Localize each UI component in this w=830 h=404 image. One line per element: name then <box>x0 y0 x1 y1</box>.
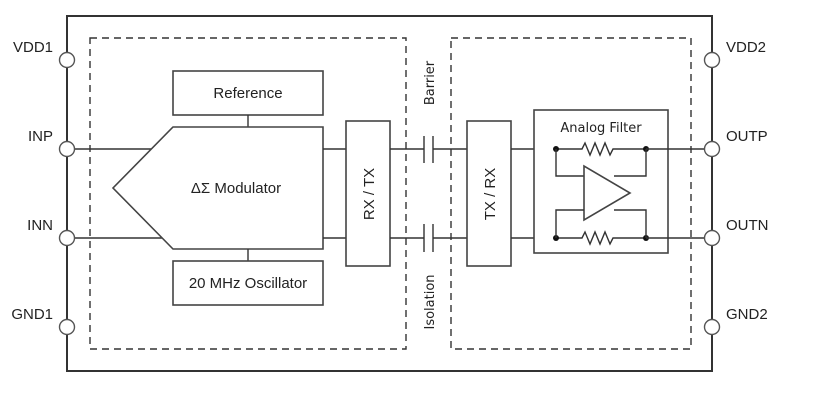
pin-label-inn: INN <box>27 217 53 234</box>
pin-gnd2 <box>703 318 721 336</box>
oscillator-label: 20 MHz Oscillator <box>189 275 307 292</box>
pin-outn <box>703 229 721 247</box>
pin-inn <box>58 229 76 247</box>
tx-rx-label: TX / RX <box>482 168 499 221</box>
pin-label-inp: INP <box>28 128 53 145</box>
oscillator-block <box>172 260 324 306</box>
rx-tx-block <box>345 120 391 267</box>
high-side-domain <box>89 37 407 350</box>
pin-label-vdd2: VDD2 <box>726 39 766 56</box>
pin-vdd1 <box>58 51 76 69</box>
rx-tx-label: RX / TX <box>361 168 378 220</box>
pin-label-gnd1: GND1 <box>11 306 53 323</box>
resistor-top-icon <box>556 141 646 157</box>
amplifier-icon <box>583 164 632 222</box>
pin-inp <box>58 140 76 158</box>
pin-outp <box>703 140 721 158</box>
pin-gnd1 <box>58 318 76 336</box>
pin-label-outp: OUTP <box>726 128 768 145</box>
package-outline <box>66 15 713 372</box>
reference-block <box>172 70 324 116</box>
isolation-label: Isolation <box>423 274 438 329</box>
pin-label-vdd1: VDD1 <box>13 39 53 56</box>
feedback-wire-top-left <box>555 149 584 177</box>
reference-label: Reference <box>213 85 282 102</box>
feedback-wire-bottom-left <box>555 209 584 238</box>
feedback-wire-top-right <box>614 149 647 177</box>
pin-vdd2 <box>703 51 721 69</box>
analog-filter-label: Analog Filter <box>560 121 642 136</box>
pin-label-gnd2: GND2 <box>726 306 768 323</box>
tx-rx-block <box>466 120 512 267</box>
modulator-label: ΔΣ Modulator <box>191 180 281 197</box>
resistor-bottom-icon <box>556 230 646 246</box>
feedback-wire-bottom-right <box>614 209 647 238</box>
pin-label-outn: OUTN <box>726 217 769 234</box>
low-side-domain <box>450 37 692 350</box>
barrier-label: Barrier <box>423 60 438 105</box>
